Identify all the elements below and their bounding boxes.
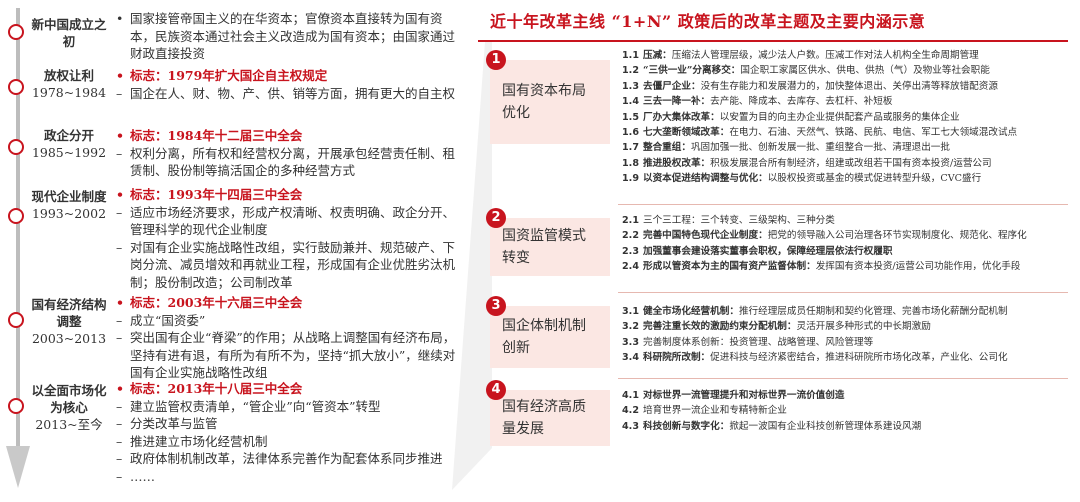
section-divider bbox=[618, 204, 1068, 205]
title-rule bbox=[478, 40, 1068, 42]
theme-number-badge: 4 bbox=[486, 380, 506, 400]
section-divider bbox=[618, 292, 1068, 293]
era-item: –政府体制机制改革，法律体系完善作为配套体系同步推进 bbox=[116, 451, 443, 466]
era-title: 国有经济结构调整 2003~2013 bbox=[31, 297, 107, 346]
era-item: •国家接管帝国主义的在华资本；官僚资本直接转为国有资本，民族资本通过社会主义改造… bbox=[116, 11, 456, 61]
era-title: 现代企业制度 1993~2002 bbox=[31, 189, 107, 221]
theme-box-high-quality-development: 4 国有经济高质量发展 bbox=[486, 380, 610, 446]
theme-box-layout-optimization: 1 国有资本布局优化 bbox=[486, 50, 610, 144]
theme-number-badge: 1 bbox=[486, 50, 506, 70]
era-milestone: •标志：1984年十二届三中全会 bbox=[116, 128, 303, 143]
theme-number-badge: 3 bbox=[486, 296, 506, 316]
era-milestone: •标志：1993年十四届三中全会 bbox=[116, 187, 303, 202]
timeline-dot-icon bbox=[8, 79, 24, 95]
era-title: 新中国成立之初 bbox=[31, 17, 107, 49]
era-item: –突出国有企业“脊梁”的作用；从战略上调整国有经济布局，坚持有进有退，有所为有所… bbox=[116, 330, 456, 380]
timeline-dot-icon bbox=[8, 208, 24, 224]
theme-label: 国企体制机制创新 bbox=[502, 318, 586, 356]
era-item: –适应市场经济要求，形成产权清晰、权责明确、政企分开、管理科学的现代企业制度 bbox=[116, 204, 456, 238]
section-divider bbox=[618, 378, 1068, 379]
theme-label: 国资监管模式转变 bbox=[502, 228, 586, 266]
era-title: 政企分开 1985~1992 bbox=[31, 128, 107, 160]
era-item: –…… bbox=[116, 468, 155, 484]
timeline-arrow-icon bbox=[6, 446, 30, 488]
era-milestone: •标志：1979年扩大国企自主权规定 bbox=[116, 68, 328, 83]
timeline-axis bbox=[16, 8, 20, 448]
era-item: –推进建立市场化经营机制 bbox=[116, 433, 268, 449]
era-item: –成立“国资委” bbox=[116, 312, 206, 328]
timeline-dot-icon bbox=[8, 24, 24, 40]
era-title: 放权让利 1978~1984 bbox=[31, 68, 107, 100]
panel-title: 近十年改革主线 “1+N” 政策后的改革主题及主要内涵示意 bbox=[490, 12, 926, 31]
reform-timeline: 新中国成立之初 •国家接管帝国主义的在华资本；官僚资本直接转为国有资本，民族资本… bbox=[0, 0, 470, 502]
theme-box-supervision-model: 2 国资监管模式转变 bbox=[486, 208, 610, 276]
era-milestone: •标志：2003年十六届三中全会 bbox=[116, 295, 303, 310]
era-milestone: •标志：2013年十八届三中全会 bbox=[116, 381, 303, 396]
theme-label: 国有资本布局优化 bbox=[502, 83, 586, 121]
timeline-dot-icon bbox=[8, 139, 24, 155]
connector-wedge bbox=[452, 42, 492, 490]
era-item: –权利分离，所有权和经营权分离，开展承包经营责任制、租赁制、股份制等搞活国企的多… bbox=[116, 145, 456, 179]
era-item: –国企在人、财、物、产、供、销等方面，拥有更大的自主权 bbox=[116, 85, 456, 101]
theme-label: 国有经济高质量发展 bbox=[502, 399, 586, 437]
era-title: 以全面市场化为核心 2013~至今 bbox=[31, 383, 107, 432]
era-item: –对国有企业实施战略性改组，实行鼓励兼并、规范破产、下岗分流、减员增效和再就业工… bbox=[116, 239, 456, 290]
detail-item: 1.2“三供一业”分离移交：国企职工家属区供水、供电、供热（气）及物业等社会职能 bbox=[622, 65, 990, 77]
timeline-dot-icon bbox=[8, 312, 24, 328]
era-item: –建立监管权责清单，“管企业”向“管资本”转型 bbox=[116, 398, 381, 414]
timeline-dot-icon bbox=[8, 398, 24, 414]
theme-box-mechanism-innovation: 3 国企体制机制创新 bbox=[486, 296, 610, 368]
theme-number-badge: 2 bbox=[486, 208, 506, 228]
era-item: –分类改革与监管 bbox=[116, 416, 218, 431]
